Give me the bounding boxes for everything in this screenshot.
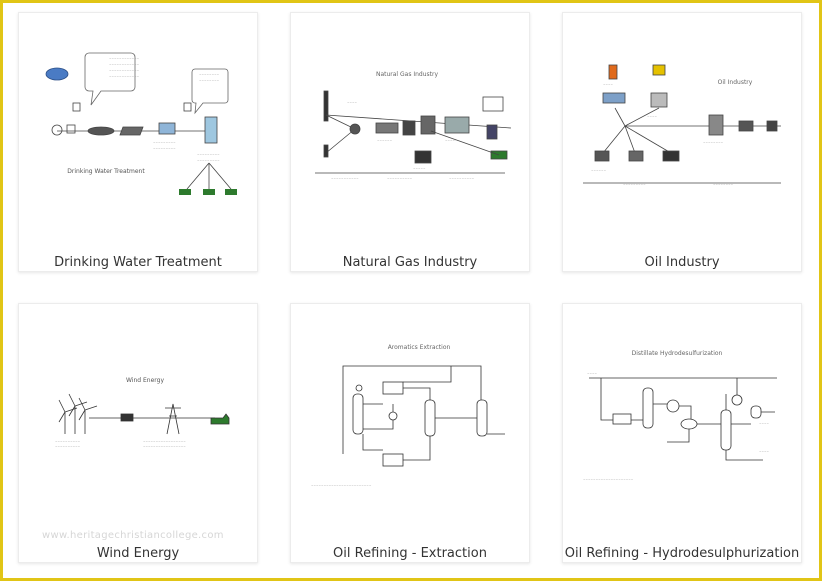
template-card-natural-gas-industry[interactable]: Natural Gas Industry ~~~~~~ bbox=[290, 12, 530, 272]
svg-text:~~~~~~: ~~~~~~ bbox=[591, 168, 607, 172]
svg-text:~~~~~~~~~: ~~~~~~~~~ bbox=[197, 158, 220, 162]
svg-text:~~~~~~~~~: ~~~~~~~~~ bbox=[197, 152, 220, 156]
drinking-water-diagram-caption: Drinking Water Treatment bbox=[67, 168, 145, 175]
svg-text:~~~~~~~~~~: ~~~~~~~~~~ bbox=[55, 439, 81, 443]
wind-energy-diagram-thumbnail: Wind Energy ~~~~~~~~~~~~~~~~~~~~ ~~~~~~~… bbox=[55, 377, 230, 448]
svg-text:~~~~~~~~~~~~~~~~~~~~~~~~: ~~~~~~~~~~~~~~~~~~~~~~~~ bbox=[311, 483, 372, 487]
svg-text:~~~~~~~~~~: ~~~~~~~~~~ bbox=[387, 176, 413, 180]
svg-text:~~~~: ~~~~ bbox=[347, 100, 358, 104]
svg-text:~~~~~: ~~~~~ bbox=[445, 138, 458, 142]
svg-text:~~~~~~~~~~~~~~~~~: ~~~~~~~~~~~~~~~~~ bbox=[143, 444, 186, 448]
svg-text:~~~~~~~~~: ~~~~~~~~~ bbox=[623, 182, 646, 186]
drinking-water-diagram-thumbnail: ~~~~~~~~~~~~~~~~~~~~~~~~ ~~~~~~~~~~~~~~~… bbox=[45, 52, 237, 195]
natural-gas-diagram-caption: Natural Gas Industry bbox=[376, 71, 439, 78]
card-title: Drinking Water Treatment bbox=[54, 255, 222, 270]
card-title: Oil Refining - Hydrodesulphurization bbox=[564, 546, 800, 561]
svg-text:~~~~~~~~~: ~~~~~~~~~ bbox=[153, 140, 176, 144]
wind-energy-diagram-caption: Wind Energy bbox=[126, 377, 164, 384]
watermark-text: www.heritagechristiancollege.com bbox=[42, 530, 224, 541]
template-card-oil-refining-extraction[interactable]: Aromatics Extraction ~~~~~~~~~~~~~~~~~~~… bbox=[290, 303, 530, 563]
svg-text:~~~~~~: ~~~~~~ bbox=[377, 138, 393, 142]
svg-text:~~~~~~~~: ~~~~~~~~ bbox=[713, 182, 734, 186]
card-title: Wind Energy bbox=[96, 546, 180, 561]
oil-industry-diagram-thumbnail: Oil Industry ~~~~~ bbox=[583, 64, 781, 186]
svg-text:~~~~: ~~~~ bbox=[647, 114, 658, 118]
svg-text:~~~~~~~~~~~~: ~~~~~~~~~~~~ bbox=[109, 62, 140, 66]
svg-text:~~~~~~~~~~: ~~~~~~~~~~ bbox=[449, 176, 475, 180]
svg-text:~~~~~~~~: ~~~~~~~~ bbox=[199, 72, 220, 76]
svg-text:~~~~~: ~~~~~ bbox=[413, 166, 426, 170]
svg-text:~~~~: ~~~~ bbox=[587, 371, 598, 375]
svg-text:~~~~~~~~~~~~~~~~~: ~~~~~~~~~~~~~~~~~ bbox=[143, 439, 186, 443]
svg-text:~~~~: ~~~~ bbox=[759, 421, 770, 425]
svg-text:~~~~~~~~: ~~~~~~~~ bbox=[703, 140, 724, 144]
svg-text:~~~~~~~~~: ~~~~~~~~~ bbox=[153, 146, 176, 150]
template-card-drinking-water-treatment[interactable]: ~~~~~~~~~~~~~~~~~~~~~~~~ ~~~~~~~~~~~~~~~… bbox=[18, 12, 258, 272]
svg-text:~~~~~~~~~~~~: ~~~~~~~~~~~~ bbox=[109, 56, 140, 60]
template-card-oil-industry[interactable]: Oil Industry ~~~~~ bbox=[562, 12, 802, 272]
svg-text:~~~~: ~~~~ bbox=[759, 449, 770, 453]
svg-text:~~~~~~~~~~~: ~~~~~~~~~~~ bbox=[331, 176, 359, 180]
card-title: Oil Industry bbox=[644, 255, 720, 270]
card-title: Oil Refining - Extraction bbox=[333, 546, 487, 561]
svg-text:~~~~~~~~~~~~: ~~~~~~~~~~~~ bbox=[109, 68, 140, 72]
template-card-wind-energy[interactable]: Wind Energy ~~~~~~~~~~~~~~~~~~~~ ~~~~~~~… bbox=[18, 303, 258, 563]
svg-text:~~~~~~~~~~~~~~~~~~~~: ~~~~~~~~~~~~~~~~~~~~ bbox=[583, 477, 634, 481]
hydrodesulfurization-diagram-caption: Distillate Hydrodesulfurization bbox=[632, 350, 723, 357]
svg-text:~~~~~~~~~~: ~~~~~~~~~~ bbox=[55, 444, 81, 448]
aromatics-extraction-diagram-caption: Aromatics Extraction bbox=[388, 344, 451, 351]
svg-text:~~~~~~~~~~~~: ~~~~~~~~~~~~ bbox=[109, 74, 140, 78]
svg-text:~~~~: ~~~~ bbox=[603, 82, 614, 86]
svg-text:~~~~~~~~: ~~~~~~~~ bbox=[199, 78, 220, 82]
card-title: Natural Gas Industry bbox=[342, 255, 478, 270]
template-card-oil-refining-hydrodesulphurization[interactable]: Distillate Hydrodesulfurization ~~~~~~~~… bbox=[562, 303, 802, 563]
hydrodesulfurization-diagram-thumbnail: Distillate Hydrodesulfurization ~~~~~~~~… bbox=[583, 350, 777, 481]
aromatics-extraction-diagram-thumbnail: Aromatics Extraction ~~~~~~~~~~~~~~~~~~~… bbox=[311, 344, 505, 487]
oil-industry-diagram-caption: Oil Industry bbox=[718, 79, 753, 86]
natural-gas-diagram-thumbnail: Natural Gas Industry ~~~~~~ bbox=[315, 71, 512, 180]
